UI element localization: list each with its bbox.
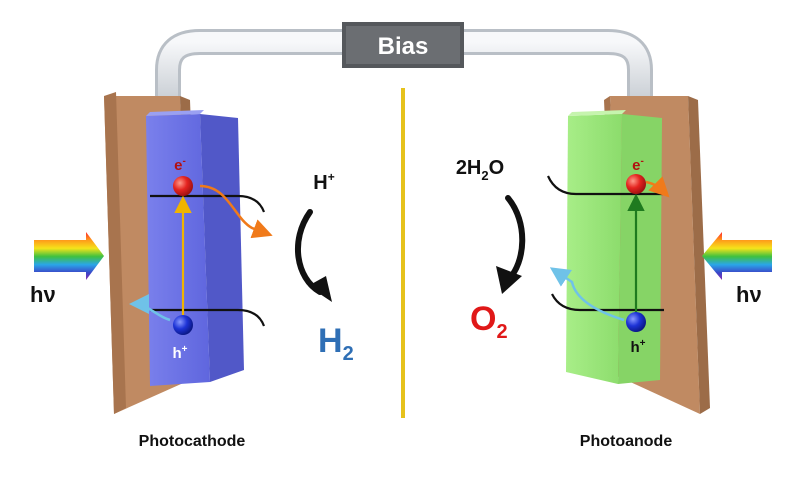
light-label-left: hν [30,282,56,307]
photoanode-label: Photoanode [580,433,673,450]
reactant-label-right: 2H2O [456,157,504,183]
rainbow-arrow-left-icon [702,232,772,280]
electron-left [173,176,193,196]
curved-arrow-icon [295,209,332,302]
bias-label: Bias [378,33,429,60]
hole-transfer-arrow-right [549,267,625,322]
hole-label-left: h+ [172,344,187,362]
hole-right [626,312,646,332]
electron-right [626,174,646,194]
photoanode-band-diagram [546,174,670,332]
photocathode-semiconductor [146,110,244,386]
curved-arrow-icon [496,195,526,294]
photoanode-semiconductor [566,110,662,384]
electron-transfer-arrow-left [199,184,273,239]
electron-label-right: e- [632,156,644,174]
photocathode-band-diagram [129,176,273,335]
rainbow-arrow-right-icon [34,232,104,280]
electron-transfer-arrow-right [645,176,670,198]
product-label-right: O2 [470,300,508,343]
electron-label-left: e- [174,156,186,174]
hole-transfer-arrow-left [129,294,171,322]
reactant-label-left: H+ [313,170,334,194]
bias-box: Bias [342,22,464,68]
hole-left [173,315,193,335]
photocathode-label: Photocathode [139,433,246,450]
light-label-right: hν [736,282,762,307]
hole-label-right: h+ [630,338,645,356]
product-label-left: H2 [318,322,354,365]
